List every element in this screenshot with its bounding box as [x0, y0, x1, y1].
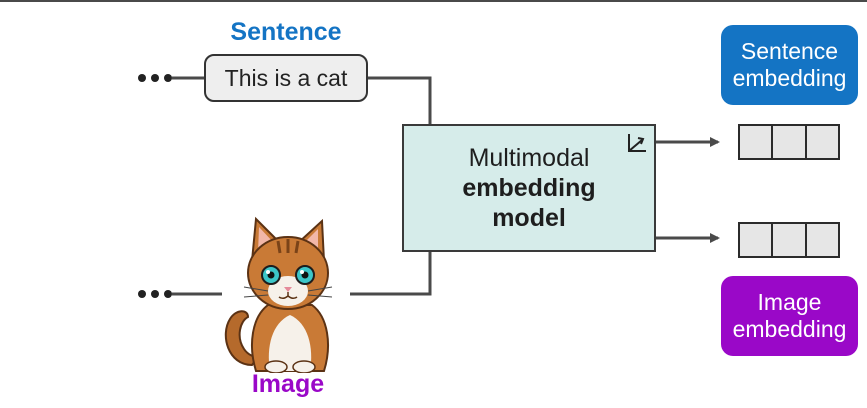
sentence-embedding-card: Sentence embedding: [721, 25, 858, 105]
axes-vector-icon: [628, 134, 646, 152]
image-title: Image: [251, 370, 325, 398]
cat-image: [224, 216, 333, 373]
sentence-embedding-line2: embedding: [732, 65, 847, 91]
sentence-title: Sentence: [230, 18, 342, 46]
sentence-input-box: This is a cat: [204, 54, 368, 102]
model-label-line1: Multimodal: [468, 144, 590, 172]
image-ellipsis: [138, 289, 172, 299]
vector-cell: [738, 124, 774, 160]
sentence-to-model-line: [368, 76, 432, 124]
sentence-embedding-vector: [738, 124, 840, 160]
image-embedding-line1: Image: [757, 289, 822, 315]
image-to-model-line: [350, 252, 432, 296]
vector-cell: [738, 222, 774, 258]
image-embedding-card: Image embedding: [721, 276, 858, 356]
top-rule: [0, 0, 867, 2]
model-label-line3: model: [492, 204, 566, 232]
model-label-line2: embedding: [462, 174, 596, 202]
sentence-embedding-line1: Sentence: [740, 38, 839, 64]
sentence-ellipsis: [138, 73, 172, 83]
vector-cell: [771, 124, 807, 160]
vector-cell: [804, 124, 840, 160]
image-embedding-vector: [738, 222, 840, 258]
vector-cell: [804, 222, 840, 258]
vector-cell: [771, 222, 807, 258]
multimodal-embedding-model: Multimodal embedding model: [402, 124, 656, 252]
sentence-text: This is a cat: [224, 64, 348, 91]
image-embedding-line2: embedding: [732, 316, 847, 342]
